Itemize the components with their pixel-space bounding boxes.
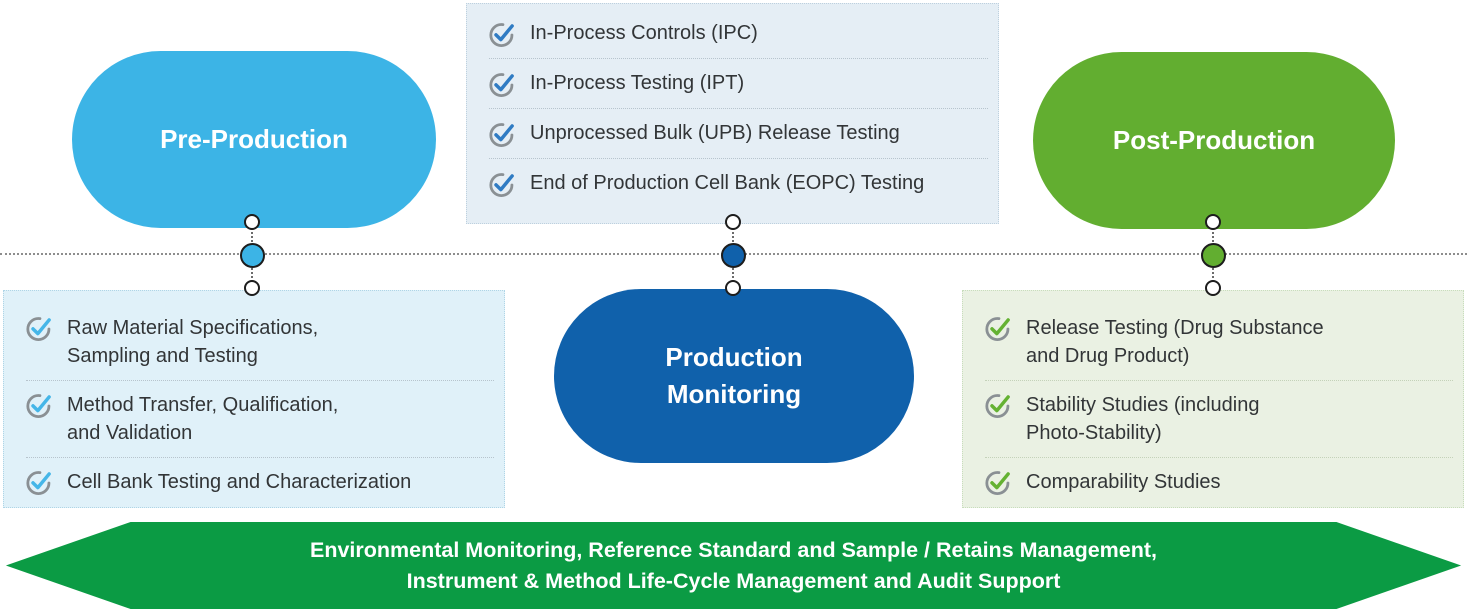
check-circle-icon [489, 172, 514, 197]
checklist-item-text: and Drug Product) [1026, 345, 1190, 367]
checklist-item-text: and Validation [67, 422, 193, 444]
connector-node [244, 214, 260, 230]
check-circle-icon [985, 317, 1010, 342]
checklist-item-text: Stability Studies (including [1026, 394, 1260, 416]
checklist-item-text: Comparability Studies [1026, 471, 1221, 493]
production-monitoring-checklist-panel: In-Process Controls (IPC) In-Process Tes… [466, 3, 999, 224]
checklist-item-ipc: In-Process Controls (IPC) [489, 9, 988, 59]
pre-production-pill: Pre-Production [72, 51, 436, 228]
production-monitoring-label: Production Monitoring [665, 342, 803, 409]
check-circle-icon [489, 72, 514, 97]
check-circle-icon [26, 317, 51, 342]
checklist-item-text: Raw Material Specifications, [67, 317, 319, 339]
checklist-item-text: Method Transfer, Qualification, [67, 394, 339, 416]
checklist-item-release-testing: Release Testing (Drug Substance and Drug… [985, 304, 1453, 381]
checklist-item-comparability: Comparability Studies [985, 458, 1453, 506]
connector-node [1205, 280, 1221, 296]
checklist-item-text: Photo-Stability) [1026, 422, 1162, 444]
post-production-label: Post-Production [1112, 125, 1316, 155]
checklist-item-text: Release Testing (Drug Substance [1026, 317, 1324, 339]
banner-text-line: Instrument & Method Life-Cycle Managemen… [406, 568, 1061, 593]
support-services-banner: Environmental Monitoring, Reference Stan… [5, 522, 1462, 609]
banner-text-line: Environmental Monitoring, Reference Stan… [309, 537, 1158, 562]
checklist-item-method-transfer: Method Transfer, Qualification, and Vali… [26, 381, 494, 458]
checklist-item-eopc: End of Production Cell Bank (EOPC) Testi… [489, 159, 988, 208]
checklist-item-upb: Unprocessed Bulk (UPB) Release Testing [489, 109, 988, 159]
checklist-item-text: In-Process Testing (IPT) [530, 71, 745, 94]
check-circle-icon [489, 122, 514, 147]
checklist-item-ipt: In-Process Testing (IPT) [489, 59, 988, 109]
pre-production-timeline-dot [240, 243, 265, 268]
connector-node [725, 214, 741, 230]
pre-production-checklist-panel: Raw Material Specifications, Sampling an… [3, 290, 505, 508]
checklist-item-raw-material: Raw Material Specifications, Sampling an… [26, 304, 494, 381]
check-circle-icon [26, 394, 51, 419]
check-circle-icon [489, 22, 514, 47]
connector-node [1205, 214, 1221, 230]
checklist-item-text: Cell Bank Testing and Characterization [67, 471, 412, 493]
checklist-item-text: Sampling and Testing [67, 345, 258, 367]
post-production-timeline-dot [1201, 243, 1226, 268]
post-production-pill: Post-Production [1033, 52, 1395, 229]
checklist-item-stability-studies: Stability Studies (including Photo-Stabi… [985, 381, 1453, 458]
checklist-item-cell-bank: Cell Bank Testing and Characterization [26, 458, 494, 506]
connector-node [725, 280, 741, 296]
pre-production-label: Pre-Production [160, 124, 348, 154]
check-circle-icon [985, 471, 1010, 496]
connector-node [244, 280, 260, 296]
post-production-checklist-panel: Release Testing (Drug Substance and Drug… [962, 290, 1464, 508]
checklist-item-text: Unprocessed Bulk (UPB) Release Testing [530, 121, 900, 144]
checklist-item-text: End of Production Cell Bank (EOPC) Testi… [530, 171, 925, 194]
production-monitoring-timeline-dot [721, 243, 746, 268]
check-circle-icon [26, 471, 51, 496]
check-circle-icon [985, 394, 1010, 419]
production-monitoring-pill: Production Monitoring [554, 289, 914, 463]
checklist-item-text: In-Process Controls (IPC) [530, 21, 758, 44]
